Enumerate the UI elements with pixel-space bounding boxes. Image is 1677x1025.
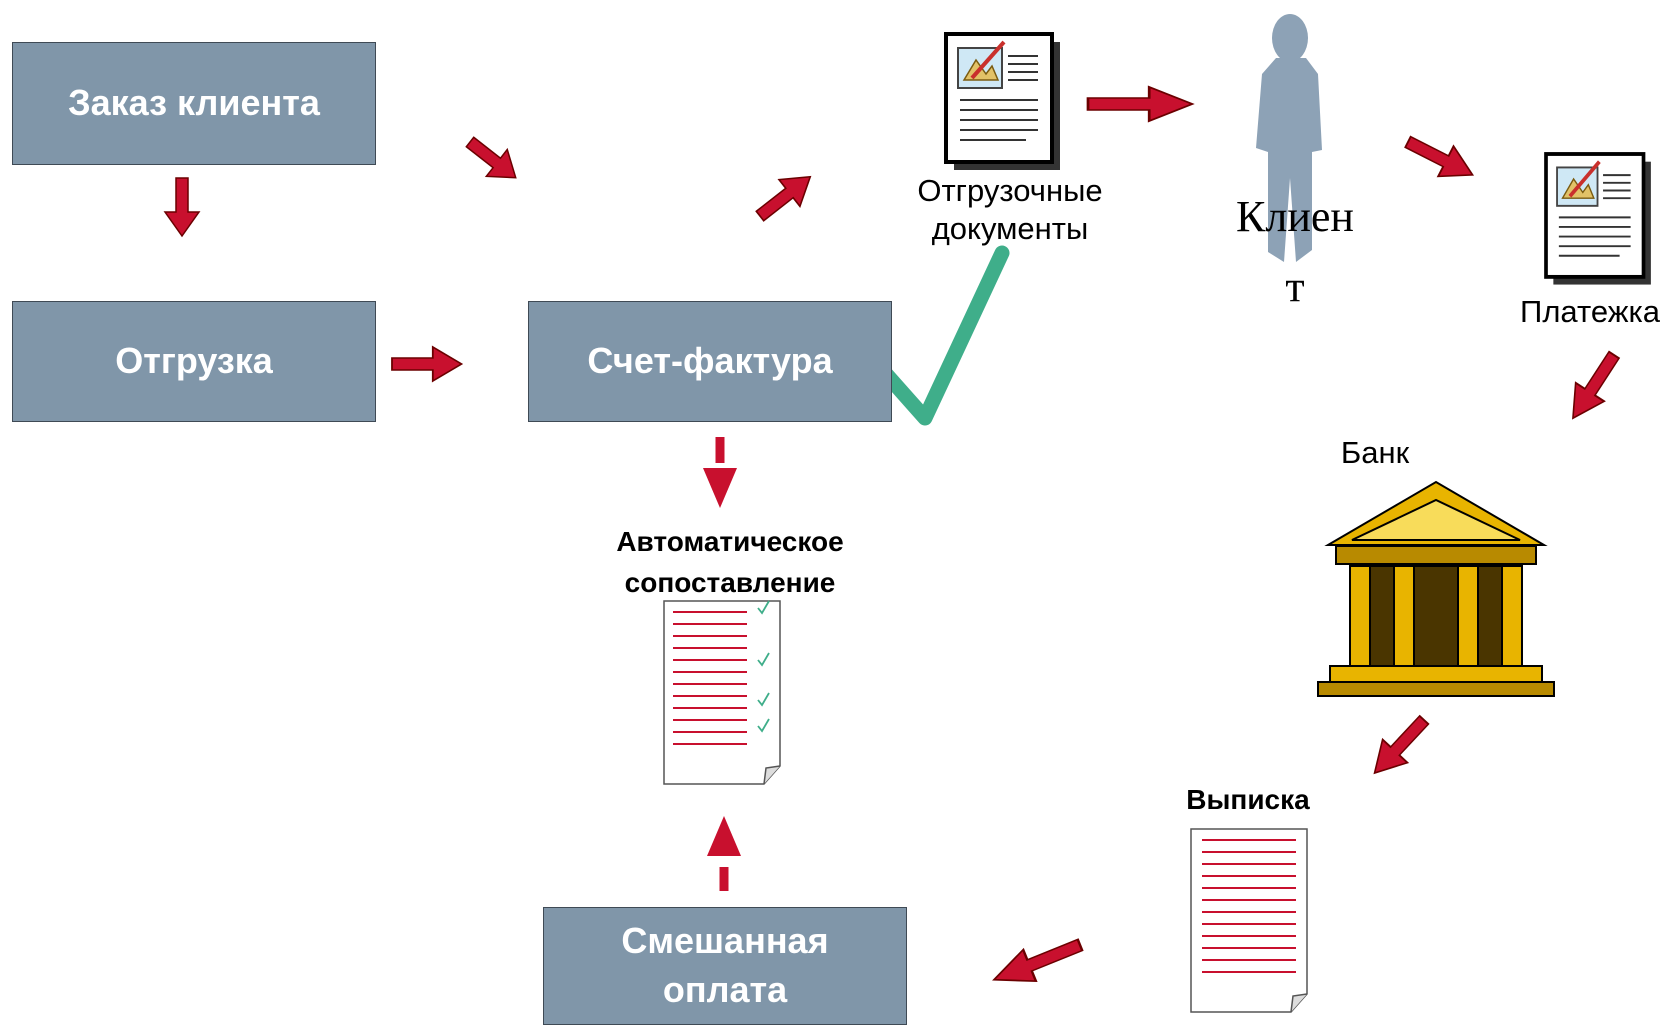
dashed-arrow-mixed-to-matching	[707, 816, 741, 891]
bank-building-icon	[1317, 480, 1555, 697]
arrow-statement-to-mixed-payment	[986, 928, 1088, 997]
mixed-payment-box: Смешанная оплата	[543, 907, 907, 1025]
invoice-label: Счет-фактура	[587, 340, 833, 382]
arrow-order-to-invoice	[458, 127, 527, 192]
auto-matching-label: Автоматическое сопоставление	[616, 526, 844, 598]
invoice-box: Счет-фактура	[528, 301, 892, 422]
arrow-order-to-shipment	[164, 177, 200, 237]
arrow-payment-to-bank	[1557, 344, 1630, 429]
payment-order-label: Платежка	[1520, 294, 1660, 329]
bank-label: Банк	[1340, 435, 1410, 470]
customer-order-box: Заказ клиента	[12, 42, 376, 165]
dashed-arrow-invoice-to-matching	[703, 437, 737, 508]
arrow-invoice-to-shipping-docs	[748, 162, 822, 231]
arrow-docs-to-client	[1086, 85, 1194, 123]
client-label: Клиен т	[1236, 192, 1354, 312]
shipping-docs-label: Отгрузочные документы	[917, 173, 1103, 246]
checklist-document-icon	[663, 600, 781, 785]
customer-order-label: Заказ клиента	[68, 82, 320, 124]
shipment-label: Отгрузка	[115, 340, 273, 382]
shipment-box: Отгрузка	[12, 301, 376, 422]
person-silhouette-icon	[1256, 14, 1322, 262]
statement-label: Выписка	[1186, 784, 1310, 815]
arrow-bank-to-statement	[1361, 707, 1438, 786]
arrow-client-to-payment	[1399, 125, 1482, 191]
arrow-shipment-to-invoice	[391, 346, 463, 382]
payment-order-document-icon	[1544, 152, 1653, 287]
mixed-payment-label: Смешанная оплата	[621, 920, 829, 1010]
shipping-docs-document-icon	[944, 32, 1062, 172]
lined-document-icon	[1190, 828, 1308, 1013]
